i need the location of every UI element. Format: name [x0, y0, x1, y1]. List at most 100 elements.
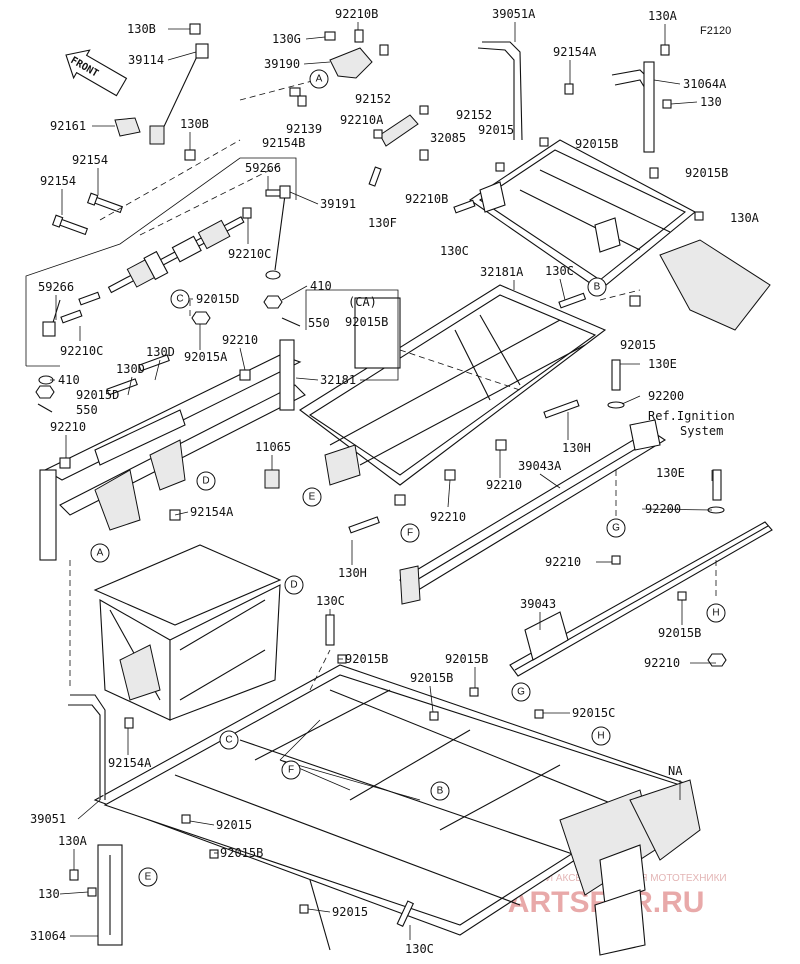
front-upper-frame: [39, 339, 306, 561]
part-label: 550: [308, 316, 330, 330]
part-label: 130C: [545, 264, 574, 278]
part-label: 39043A: [518, 459, 562, 473]
part-label: 92015: [478, 123, 514, 137]
part-label: 130D: [116, 362, 145, 376]
part-label: 130: [38, 887, 60, 901]
part-label: 130A: [730, 211, 760, 225]
part-label: 39051: [30, 812, 66, 826]
part-label: 92210: [486, 478, 522, 492]
part-label: 59266: [38, 280, 74, 294]
callout-letter: E: [145, 872, 152, 883]
callout-letter: A: [316, 74, 323, 85]
callout-letter: F: [407, 528, 413, 539]
part-label: 32181: [320, 373, 356, 387]
part-label: 92015B: [685, 166, 728, 180]
part-label: 39191: [320, 197, 356, 211]
part-label: 92210B: [405, 192, 448, 206]
part-label: 92015A: [184, 350, 228, 364]
part-label: 92015B: [445, 652, 488, 666]
part-label: 92015B: [658, 626, 701, 640]
part-label: 92154A: [108, 756, 152, 770]
part-label: 92210: [222, 333, 258, 347]
part-labels: 130B 39114 130G 92210B 39190 39051A 9215…: [30, 7, 760, 956]
callout-letter: C: [225, 735, 232, 746]
part-label: 92210A: [340, 113, 384, 127]
part-label: 130D: [146, 345, 175, 359]
ref-note-line1: Ref.Ignition: [648, 409, 735, 423]
part-label: 130F: [368, 216, 397, 230]
part-label: 92154B: [262, 136, 305, 150]
part-label: 130B: [180, 117, 209, 131]
callout-letter: H: [597, 731, 604, 742]
callout-letter: B: [594, 282, 601, 293]
callout-letter: A: [97, 548, 104, 559]
part-label: 550: [76, 403, 98, 417]
callout-letter: C: [176, 294, 183, 305]
part-label: 92152: [355, 92, 391, 106]
part-label: 130H: [562, 441, 591, 455]
part-label: 92210C: [228, 247, 271, 261]
part-label: 130G: [272, 32, 301, 46]
part-label: 92015B: [345, 652, 388, 666]
part-label: 410: [310, 279, 332, 293]
part-label: 92015D: [196, 292, 239, 306]
callouts: A B C D E F G H A D C G H F B E: [90, 69, 726, 887]
part-label: 130: [700, 95, 722, 109]
callout-letter: G: [612, 523, 620, 534]
part-label: 92161: [50, 119, 86, 133]
part-label: 92154A: [553, 45, 597, 59]
part-label: 92210: [430, 510, 466, 524]
part-label: 92015B: [410, 671, 453, 685]
callout-letter: B: [437, 786, 444, 797]
part-label: 92015B: [220, 846, 263, 860]
part-label: 39114: [128, 53, 164, 67]
part-label: 92015: [216, 818, 252, 832]
part-label: 92015: [332, 905, 368, 919]
callout-letter: G: [517, 687, 525, 698]
part-label: 31064A: [683, 77, 727, 91]
upper-rear-frame: [264, 284, 607, 534]
part-label: 92210: [644, 656, 680, 670]
na-note: NA: [668, 764, 683, 778]
part-label: 92210: [50, 420, 86, 434]
part-label: 92015B: [345, 315, 388, 329]
part-label: 130E: [656, 466, 685, 480]
callout-letter: H: [712, 608, 719, 619]
part-label: 92210B: [335, 7, 378, 21]
callout-letter: D: [290, 580, 297, 591]
part-label: 92154: [72, 153, 108, 167]
part-label: 130A: [648, 9, 678, 23]
part-label: 92154: [40, 174, 76, 188]
callout-letter: E: [309, 492, 316, 503]
part-label: 130C: [316, 594, 345, 608]
part-label: 130C: [405, 942, 434, 956]
ca-note: (CA): [348, 295, 377, 309]
leader-lines: [50, 22, 716, 940]
part-label: 92139: [286, 122, 322, 136]
part-label: 92015B: [575, 137, 618, 151]
part-label: 39190: [264, 57, 300, 71]
part-label: 92152: [456, 108, 492, 122]
reference-lines: [69, 79, 717, 801]
part-label: 92210: [545, 555, 581, 569]
part-label: 92015C: [572, 706, 615, 720]
part-label: 92015D: [76, 388, 119, 402]
part-label: 39051A: [492, 7, 536, 21]
part-label: 92154A: [190, 505, 234, 519]
callout-letter: D: [202, 476, 209, 487]
part-label: 59266: [245, 161, 281, 175]
part-label: 92015: [620, 338, 656, 352]
part-label: 130E: [648, 357, 677, 371]
part-label: 32085: [430, 131, 466, 145]
part-label: 410: [58, 373, 80, 387]
front-cage: [93, 544, 347, 729]
steering-linkage: [25, 23, 429, 413]
part-label: 11065: [255, 440, 291, 454]
part-label: 92200: [648, 389, 684, 403]
side-rail-upper: [399, 359, 667, 605]
part-label: 39043: [520, 597, 556, 611]
part-label: 92210C: [60, 344, 103, 358]
part-label: 130A: [58, 834, 88, 848]
part-label: 31064: [30, 929, 66, 943]
